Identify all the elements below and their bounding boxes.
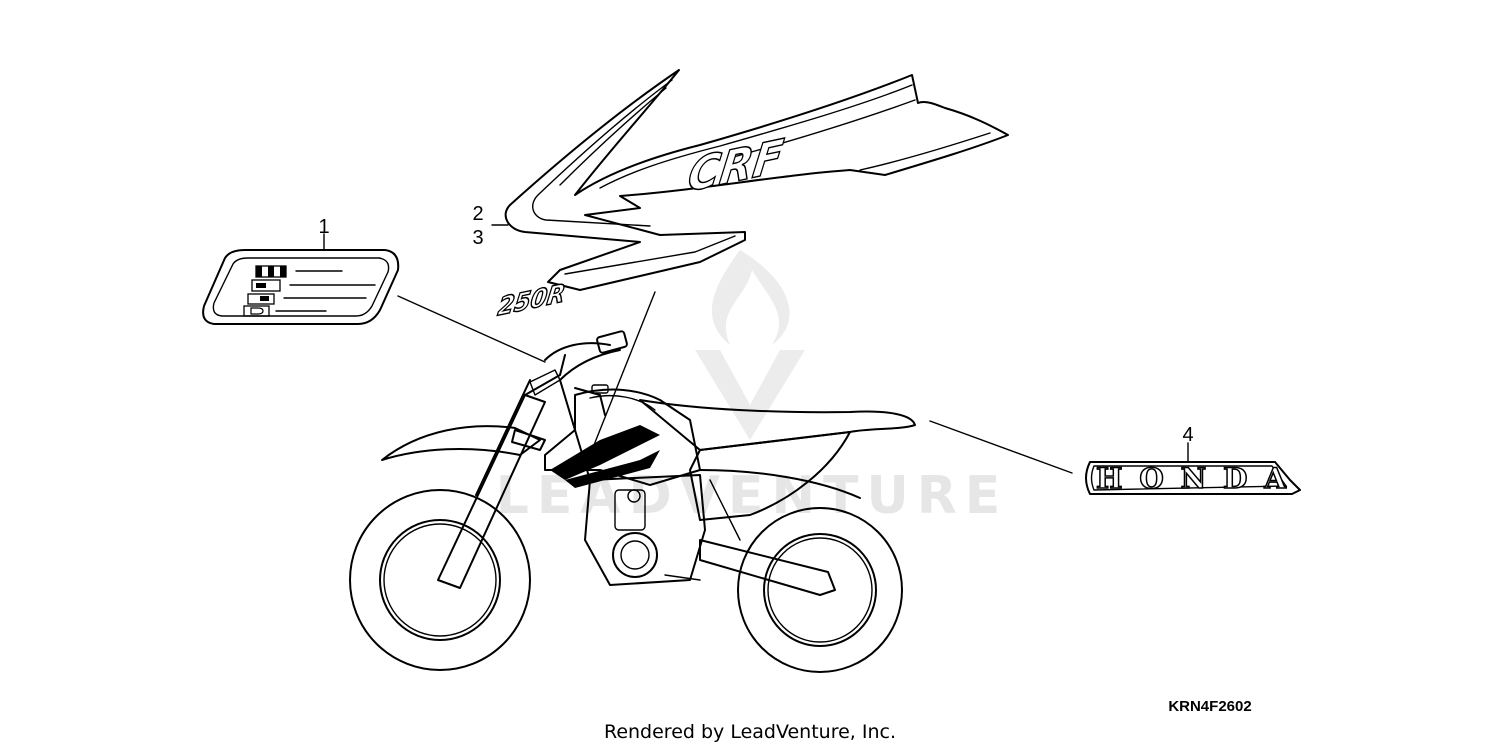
callout-3[interactable]: 3 bbox=[472, 227, 483, 249]
shroud-stripe-decal[interactable]: CRF 250R bbox=[495, 69, 1009, 322]
stripe-brand-text: CRF bbox=[685, 129, 787, 203]
watermark-flame-icon bbox=[711, 250, 790, 345]
honda-emblem-decal[interactable]: HONDA bbox=[1085, 461, 1301, 496]
callout-2[interactable]: 2 bbox=[472, 203, 483, 225]
diagram-code: KRN4F2602 bbox=[1168, 698, 1251, 715]
callout-4[interactable]: 4 bbox=[1182, 424, 1193, 446]
label-icon-rows bbox=[243, 265, 376, 317]
callout-1[interactable]: 1 bbox=[318, 216, 329, 238]
footer-credit: Rendered by LeadVenture, Inc. bbox=[604, 721, 896, 743]
leader-lines bbox=[323, 224, 1189, 474]
motorcycle-illustration bbox=[349, 330, 916, 673]
caution-label-decal[interactable] bbox=[202, 249, 400, 325]
shroud-stripe-mark bbox=[550, 425, 660, 480]
watermark-v-icon bbox=[695, 350, 805, 440]
stripe-model-text: 250R bbox=[496, 278, 567, 322]
